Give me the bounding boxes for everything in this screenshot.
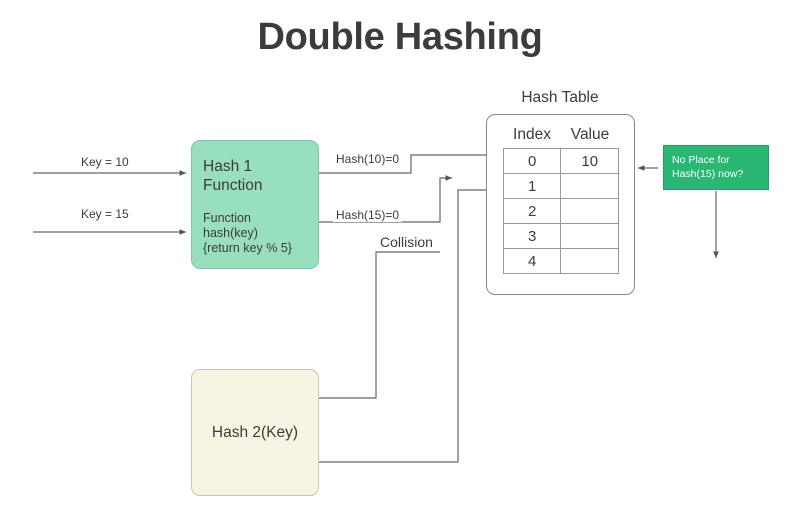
table-row: 1 [502,173,619,199]
cell-index: 2 [502,198,562,224]
table-row: 2 [502,198,619,224]
cell-index: 3 [502,223,562,249]
cell-index: 4 [502,248,562,274]
column-header-index: Index [513,126,551,143]
hash1-title: Hash 1 Function [203,158,263,194]
column-header-value: Value [570,126,610,143]
hash1-code: Function hash(key) {return key % 5} [203,211,292,255]
edge-label-hash10: Hash(10)=0 [333,152,403,166]
hash-table-header: Index Value [503,126,619,144]
cell-value [560,173,619,199]
edge-label-hash15: Hash(15)=0 [333,208,403,222]
no-place-note-box[interactable]: No Place for Hash(15) now? [663,145,769,190]
edge-label-collision: Collision [377,234,436,250]
cell-value [560,223,619,249]
input-label-key-15: Key = 15 [78,207,132,221]
edge-hash2-to-row1 [319,187,497,463]
hash2-label: Hash 2(Key) [211,423,299,441]
hash1-function-box[interactable]: Hash 1 Function Function hash(key) {retu… [191,140,319,269]
hash2-function-box[interactable]: Hash 2(Key) [191,369,319,496]
table-row: 4 [502,248,619,274]
cell-value [560,248,619,274]
cell-index: 0 [502,148,562,174]
no-place-note-text: No Place for Hash(15) now? [672,154,744,180]
hash-table-caption: Hash Table [521,89,599,106]
page-title: Double Hashing [257,16,543,58]
cell-value [560,198,619,224]
input-label-key-10: Key = 10 [78,155,132,169]
edge-collision [319,251,440,399]
cell-value: 10 [560,148,619,174]
table-row: 3 [502,223,619,249]
cell-index: 1 [502,173,562,199]
